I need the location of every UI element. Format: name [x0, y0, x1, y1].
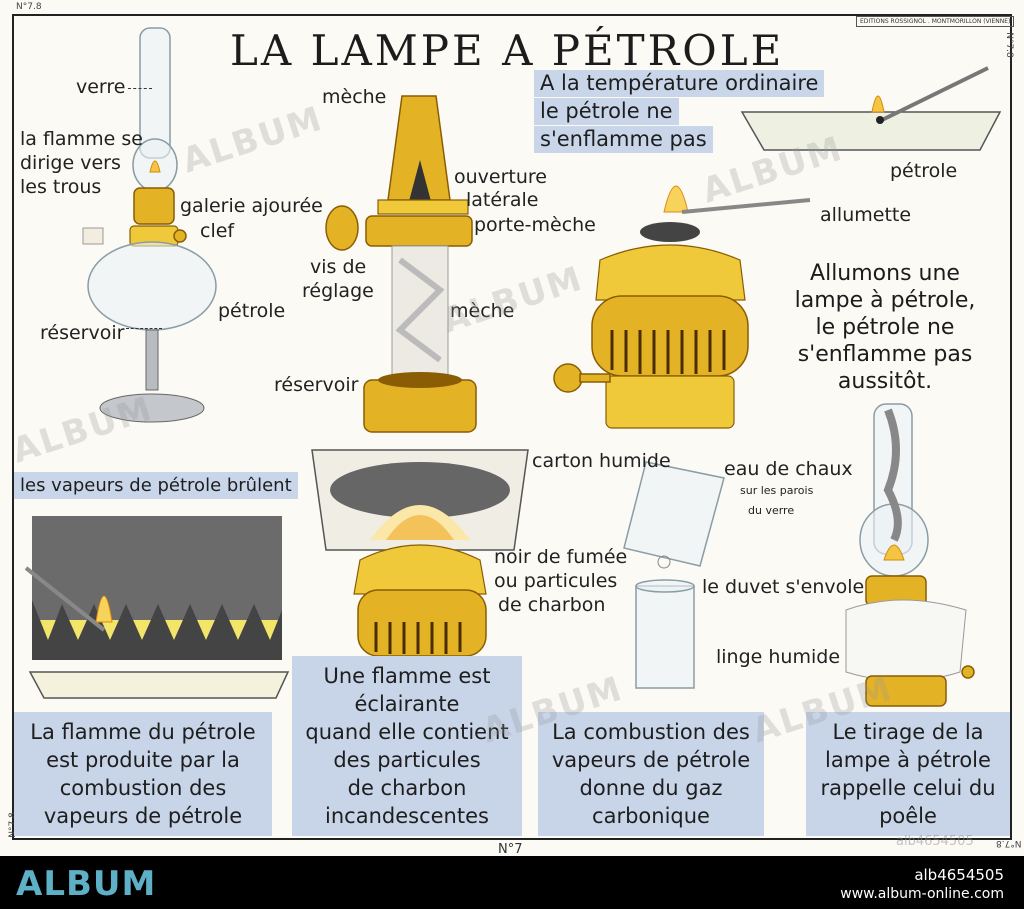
burning-vapour-illustration [24, 516, 290, 699]
allumons-line2: lampe à pétrole, [794, 288, 976, 313]
label-flamme-line1: la flamme se [20, 128, 143, 150]
image-id: alb4654505 [914, 866, 1004, 884]
flamme-caption-line6: incandescentes [325, 804, 489, 828]
label-vis-line2: réglage [302, 280, 374, 302]
allumons-line1: Allumons une [810, 261, 960, 286]
combustion-caption-line2: vapeurs de pétrole [551, 748, 751, 772]
combustion-caption-line1: La combustion des [552, 720, 750, 744]
label-parois-line1: sur les parois [740, 484, 814, 497]
label-flamme-line3: les trous [20, 176, 102, 198]
flamme-caption-box: Une flamme est éclairante quand elle con… [292, 656, 522, 836]
tirage-caption-line2: lampe à pétrole [825, 748, 991, 772]
vapeurs-caption-line3: combustion des [59, 776, 227, 800]
tirage-caption-box: Le tirage de la lampe à pétrole rappelle… [806, 712, 1010, 836]
poster-frame [12, 14, 1012, 840]
tirage-caption-line4: poêle [879, 804, 937, 828]
leader-line [128, 88, 152, 89]
allumons-line3: le pétrole ne [815, 315, 955, 340]
publisher-label: EDITIONS ROSSIGNOL . MONTMORILLON (VIENN… [856, 16, 1015, 27]
combustion-caption-line3: donne du gaz [579, 776, 723, 800]
poster: N°7.8 N°7.8 N°7.8 N°7.8 N°7 LA LAMPE A P… [7, 2, 1022, 857]
watermark-stamp-id: alb4654505 [896, 834, 974, 849]
lamp-draught-illustration [845, 403, 975, 707]
label-noir-line3: de charbon [498, 594, 606, 616]
petrol-dish-illustration [740, 66, 1002, 151]
temp-heading-line1: A la température ordinaire [534, 70, 825, 97]
combustion-caption-box: La combustion des vapeurs de pétrole don… [538, 712, 764, 836]
label-petrole: pétrole [218, 300, 286, 322]
label-porte-meche: porte-mèche [474, 214, 596, 236]
tirage-caption-line1: Le tirage de la [832, 720, 984, 744]
label-reservoir-burner: réservoir [274, 374, 359, 396]
vapeurs-caption-line2: est produite par la [46, 748, 240, 772]
page-title: LA LAMPE A PÉTROLE [230, 26, 785, 75]
label-meche: mèche [450, 300, 515, 322]
label-vis-line1: vis de [310, 256, 367, 278]
vapeurs-label: les vapeurs de pétrole brûlent [14, 472, 298, 499]
label-flamme-line2: dirige vers [20, 152, 121, 174]
label-allumette: allumette [820, 204, 912, 226]
flamme-caption-line5: de charbon [347, 776, 467, 800]
label-carton: carton humide [532, 450, 671, 472]
album-logo[interactable]: ALBUM [16, 864, 157, 904]
corner-label: N°7.8 [16, 2, 42, 12]
label-eau-chaux: eau de chaux [724, 458, 853, 480]
label-noir-line2: ou particules [494, 570, 618, 592]
leader-line [126, 328, 162, 329]
label-linge: linge humide [716, 646, 841, 668]
site-url-link[interactable]: www.album-online.com [840, 886, 1004, 902]
flamme-caption-line2: éclairante [354, 692, 460, 716]
tirage-caption-line3: rappelle celui du [820, 776, 996, 800]
temp-heading-line2: le pétrole ne [534, 98, 679, 125]
illustrations [24, 27, 1002, 707]
allumons-line4: s'enflamme pas [797, 342, 973, 367]
burner-illustration [325, 95, 477, 433]
combustion-test-illustration [623, 461, 725, 689]
vapeurs-caption-box: La flamme du pétrole est produite par la… [14, 712, 272, 836]
label-reservoir: réservoir [40, 322, 125, 344]
lighting-burner-illustration [553, 185, 811, 429]
flamme-caption-line1: Une flamme est [323, 664, 491, 688]
vapeurs-caption-line1: La flamme du pétrole [30, 720, 256, 744]
temp-heading-line3: s'enflamme pas [534, 126, 713, 153]
label-galerie: galerie ajourée [180, 195, 323, 217]
oil-lamp-illustration [82, 27, 217, 423]
label-duvet: le duvet s'envole [702, 576, 865, 598]
label-meche-top: mèche [322, 86, 387, 108]
combustion-caption-line4: carbonique [592, 804, 710, 828]
label-petrole-dish: pétrole [890, 160, 958, 182]
label-ouverture-line2: latérale [466, 189, 539, 211]
label-noir-line1: noir de fumée [494, 546, 628, 568]
footer-bar: ALBUM alb4654505 www.album-online.com [0, 856, 1024, 909]
plate-number: N°7 [498, 842, 523, 857]
flamme-caption-line4: des particules [333, 748, 481, 772]
luminous-flame-illustration [311, 449, 529, 657]
label-clef: clef [200, 220, 235, 242]
flamme-caption-line3: quand elle contient [305, 720, 509, 744]
label-parois-line2: du verre [748, 504, 795, 517]
allumons-line5: aussitôt. [837, 369, 933, 394]
label-verre: verre [76, 76, 126, 98]
label-ouverture-line1: ouverture [454, 166, 547, 188]
vapeurs-caption-line4: vapeurs de pétrole [43, 804, 243, 828]
